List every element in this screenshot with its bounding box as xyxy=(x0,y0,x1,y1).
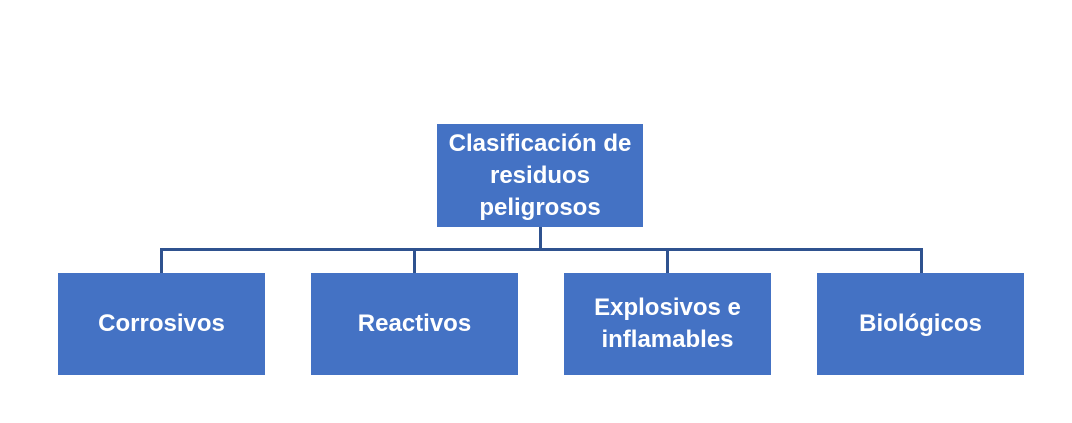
connector-child-1 xyxy=(160,248,163,273)
child-node-label: Corrosivos xyxy=(98,310,225,337)
child-node-reactivos: Reactivos xyxy=(311,273,518,375)
child-node-explosivos: Explosivos e inflamables xyxy=(564,273,771,375)
child-node-label: Biológicos xyxy=(859,310,982,337)
connector-child-3 xyxy=(666,248,669,273)
child-node-biologicos: Biológicos xyxy=(817,273,1024,375)
connector-root-stem xyxy=(539,227,542,250)
child-node-label: Reactivos xyxy=(357,310,472,337)
root-node-label: Clasificación de residuos peligrosos xyxy=(448,129,632,221)
connector-child-2 xyxy=(413,248,416,273)
child-node-label: Explosivos e inflamables xyxy=(594,294,741,353)
child-node-corrosivos: Corrosivos xyxy=(58,273,265,375)
root-node: Clasificación de residuos peligrosos xyxy=(437,124,643,227)
connector-child-4 xyxy=(920,248,923,273)
connector-horizontal xyxy=(160,248,923,251)
